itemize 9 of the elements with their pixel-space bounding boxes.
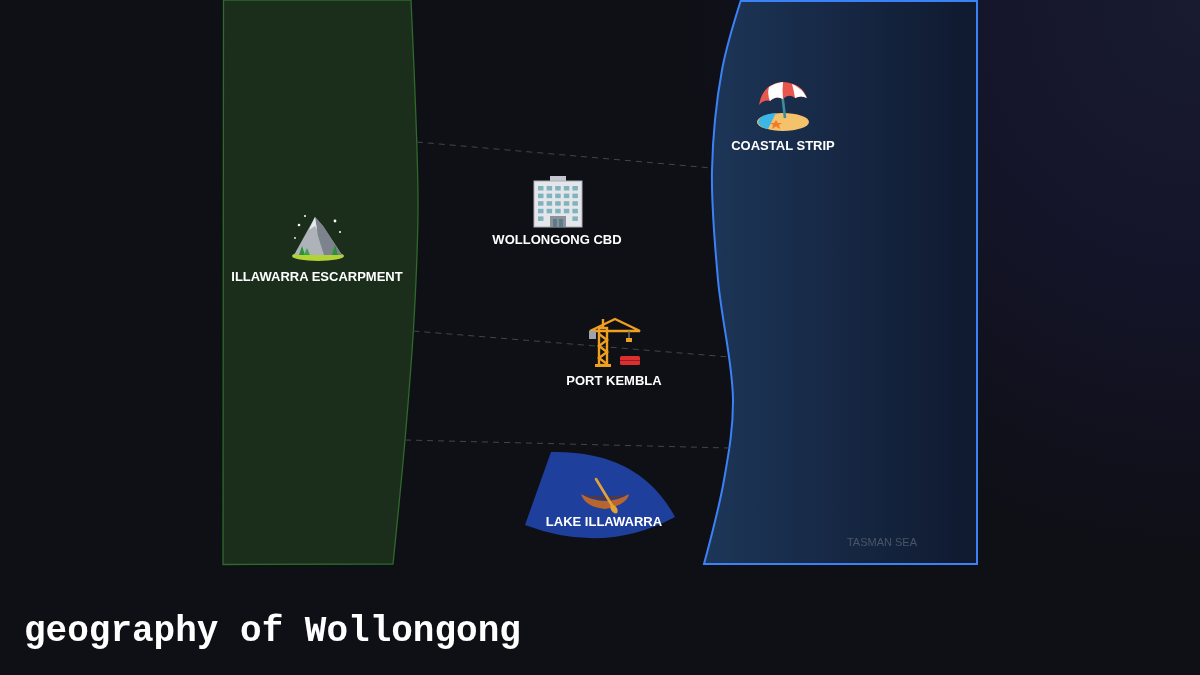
sea-band [703,0,978,565]
place-label: PORT KEMBLA [566,373,662,389]
escarpment-band [223,0,419,565]
place-label: LAKE ILLAWARRA [545,514,663,530]
place-label: WOLLONGONG CBD [492,232,622,248]
region-label: ILLAWARRA ESCARPMENT [231,269,403,285]
diagram-title: geography of Wollongong [24,610,521,654]
dashed-connector [404,439,730,449]
region-label: COASTAL STRIP [731,138,835,154]
